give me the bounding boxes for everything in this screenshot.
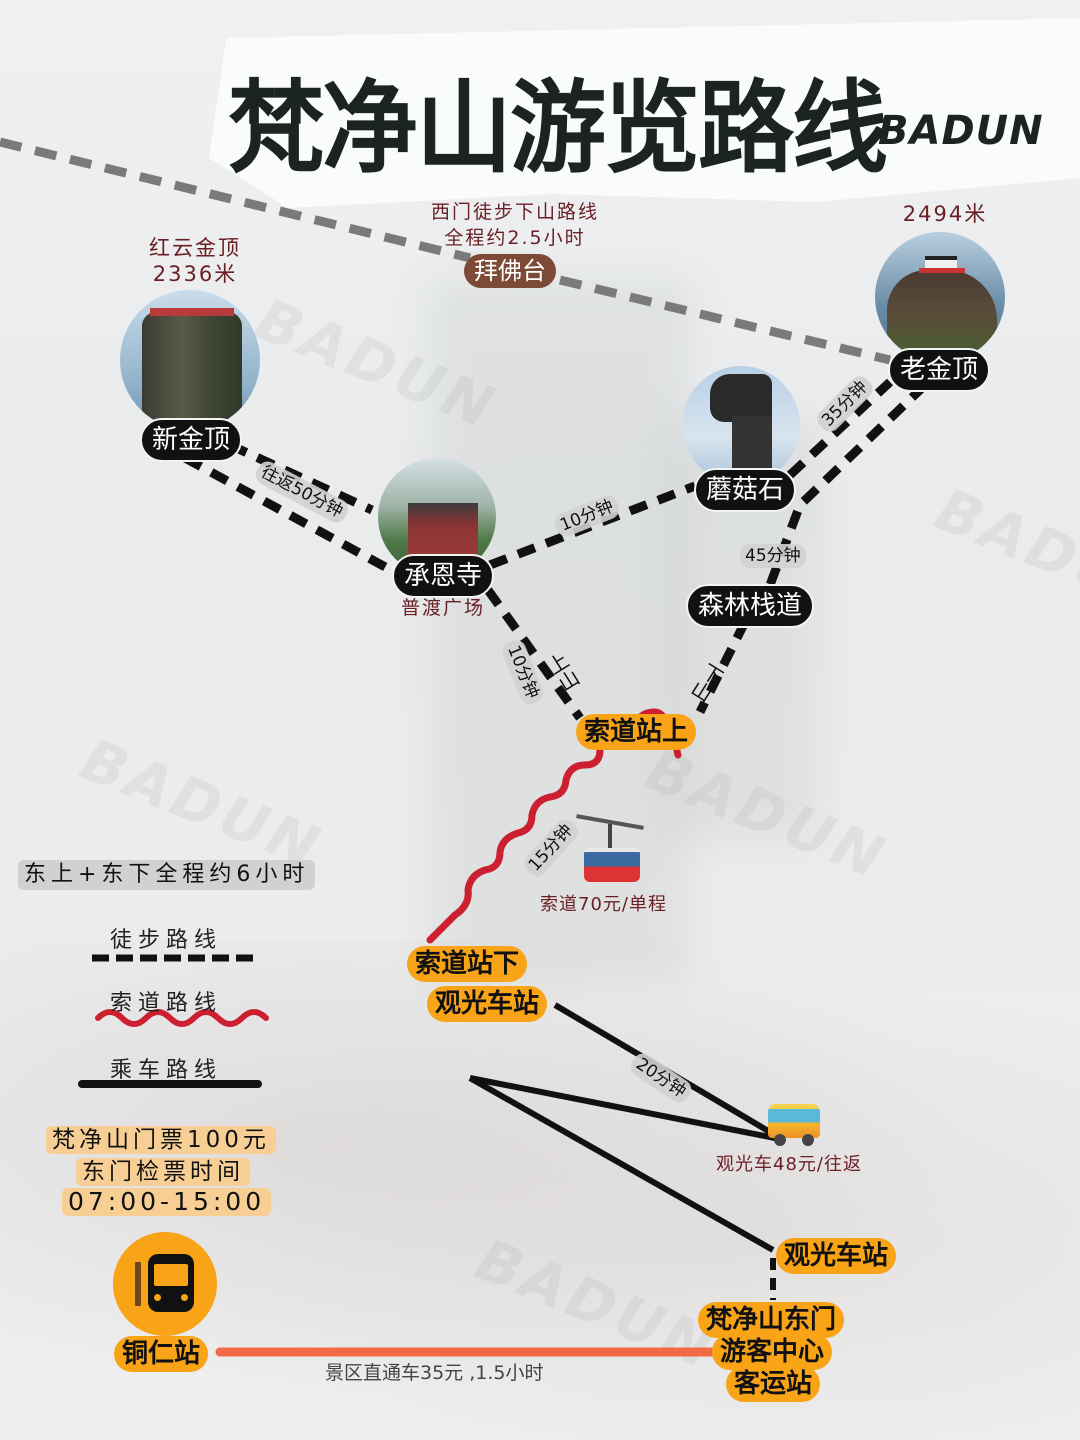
bus-stop-icon	[113, 1232, 217, 1336]
node-senlin-zhandao[interactable]: 森林栈道	[686, 584, 815, 628]
legend-bus-label: 乘车路线	[110, 1058, 223, 1083]
legend-wavy-icon	[95, 1009, 269, 1027]
shuttle-caption: 景区直通车35元 ,1.5小时	[325, 1362, 544, 1384]
node-east-gate-line2[interactable]: 游客中心	[712, 1334, 833, 1370]
bus-icon	[768, 1102, 820, 1148]
node-xinjinding[interactable]: 新金顶	[140, 418, 243, 462]
bus-price-caption: 观光车48元/往返	[716, 1154, 862, 1175]
node-bus-station-upper[interactable]: 观光车站	[427, 986, 548, 1022]
title-paper-bg	[208, 18, 1080, 208]
bus-line	[469, 1075, 776, 1141]
hongyun-name: 红云金顶	[149, 236, 241, 260]
mogushi-photo	[682, 366, 800, 484]
brand-logo: BADUN	[878, 108, 1044, 154]
total-duration-summary: 东上+东下全程约6小时	[18, 860, 316, 890]
cable-price-caption: 索道70元/单程	[540, 894, 667, 915]
node-cable-bottom[interactable]: 索道站下	[407, 946, 528, 982]
node-baifotai[interactable]: 拜佛台	[464, 254, 556, 288]
node-cable-top[interactable]: 索道站上	[576, 714, 697, 750]
ticket-check-label: 东门检票时间	[76, 1158, 250, 1186]
hiking-line	[786, 378, 894, 479]
hiking-line	[695, 619, 750, 715]
laojinding-photo	[875, 232, 1005, 362]
bus-line	[468, 1075, 775, 1253]
legend-hiking-label: 徒步路线	[110, 928, 223, 953]
node-mogushi[interactable]: 蘑菇石	[694, 468, 797, 512]
duration-senlin: 45分钟	[740, 544, 806, 568]
ticket-price: 梵净山门票100元	[46, 1126, 276, 1154]
node-east-gate-line3[interactable]: 客运站	[726, 1366, 821, 1402]
node-laojinding[interactable]: 老金顶	[888, 348, 991, 392]
node-tongren-station[interactable]: 铜仁站	[114, 1336, 209, 1372]
west-route-line1: 西门徒步下山路线	[430, 201, 599, 223]
cable-car-icon	[576, 814, 644, 882]
legend-cable-label: 索道路线	[110, 991, 223, 1016]
ticket-hours: 07:00-15:00	[62, 1188, 272, 1216]
hiking-line	[484, 587, 584, 721]
west-route-line2: 全程约2.5小时	[444, 227, 586, 249]
node-east-gate-line1[interactable]: 梵净山东门	[698, 1302, 845, 1338]
hiking-line	[182, 454, 403, 579]
hiking-line	[228, 440, 374, 515]
xinjinding-photo	[120, 290, 260, 430]
pudu-square-label: 普渡广场	[400, 597, 485, 619]
node-bus-station-lower[interactable]: 观光车站	[776, 1238, 897, 1274]
node-chengensi[interactable]: 承恩寺	[392, 554, 495, 598]
hiking-line	[488, 481, 697, 570]
west-hiking-line	[0, 137, 892, 365]
hongyun-elevation: 2336米	[152, 262, 238, 286]
laojinding-elevation: 2494米	[902, 202, 988, 226]
page-title: 梵净山游览路线	[228, 69, 888, 188]
mountain-silhouette	[430, 280, 690, 980]
